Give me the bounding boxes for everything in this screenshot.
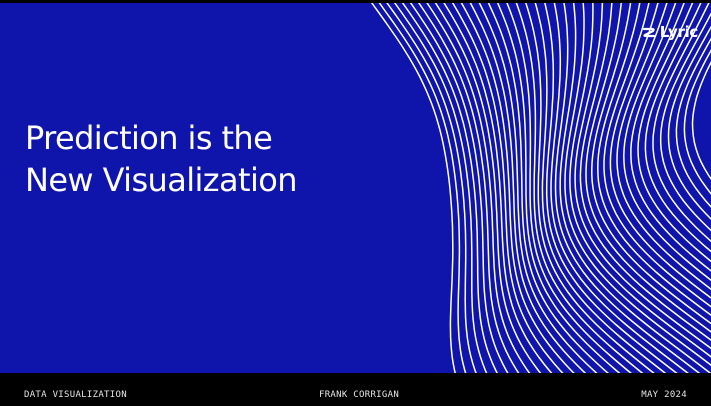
footer-bar: DATA VISUALIZATION FRANK CORRIGAN MAY 20…	[0, 373, 711, 406]
slide: Prediction is the New Visualization Lyri…	[0, 3, 711, 373]
flow-line	[434, 3, 542, 373]
footer-author: FRANK CORRIGAN	[319, 390, 400, 400]
lyric-logo-icon	[642, 25, 656, 39]
flow-line	[550, 3, 689, 373]
flow-line	[544, 3, 678, 373]
flow-line	[418, 3, 520, 373]
flow-line	[667, 25, 711, 220]
flow-line	[559, 3, 711, 373]
flow-line	[378, 3, 467, 373]
flow-line	[525, 3, 655, 373]
flow-line	[469, 3, 587, 373]
flow-line	[683, 49, 711, 195]
flow-line	[569, 3, 711, 358]
slide-title: Prediction is the New Visualization	[25, 117, 298, 201]
flow-line	[393, 3, 488, 373]
flowing-lines-decoration	[370, 3, 711, 373]
flow-line	[487, 3, 609, 373]
flow-line	[609, 3, 711, 299]
flow-line	[443, 3, 553, 373]
logo-text: Lyric	[659, 23, 699, 41]
flow-line	[675, 37, 711, 208]
flow-line	[496, 3, 621, 373]
flow-line	[554, 3, 701, 373]
flow-line	[644, 3, 711, 253]
flow-line	[401, 3, 498, 373]
flow-line	[370, 3, 457, 373]
flow-line	[616, 3, 711, 291]
flow-line	[637, 3, 711, 263]
title-line-2: New Visualization	[25, 161, 298, 199]
flow-line	[478, 3, 598, 373]
flow-line	[515, 3, 644, 373]
footer-date: MAY 2024	[641, 390, 687, 400]
flow-line	[603, 3, 711, 308]
flow-line	[386, 3, 477, 373]
flow-line	[506, 3, 632, 373]
brand-logo: Lyric	[642, 21, 698, 43]
flow-line	[591, 3, 711, 325]
flow-line	[564, 3, 711, 367]
title-line-1: Prediction is the	[25, 119, 273, 157]
flow-line	[585, 3, 711, 333]
footer-topic: DATA VISUALIZATION	[24, 390, 127, 400]
flow-line	[579, 3, 711, 342]
flow-line	[652, 3, 711, 243]
flow-line	[623, 3, 711, 282]
flow-line	[451, 3, 564, 373]
flow-line	[630, 3, 711, 272]
flow-line	[426, 3, 531, 373]
flow-line	[409, 3, 509, 373]
flow-line	[574, 3, 711, 350]
flow-line	[659, 12, 711, 232]
flow-line	[597, 3, 711, 317]
flow-line	[460, 3, 575, 373]
flow-line	[534, 3, 667, 373]
